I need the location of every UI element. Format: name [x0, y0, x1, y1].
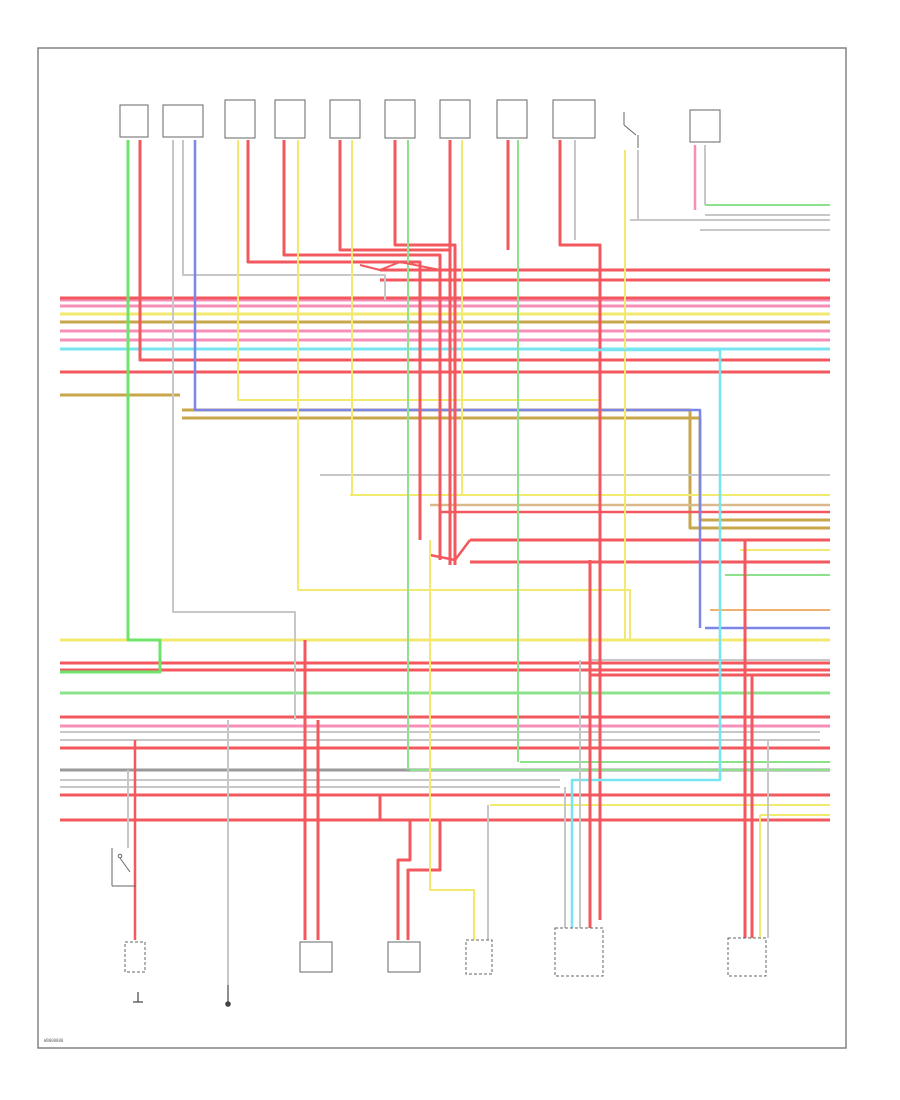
bottom-components: [111, 848, 767, 1007]
injector-1-box: [224, 99, 256, 139]
injector-5-box: [439, 99, 471, 139]
pcm-relay-box: [299, 941, 333, 973]
wire-red-65: [558, 140, 602, 920]
footer-code: W0000000: [44, 1038, 64, 1043]
top-components: [119, 99, 721, 148]
knock-sensor-1-box: [119, 104, 149, 138]
throttle-sensor-box: [554, 927, 604, 977]
wire-red-49: [138, 140, 830, 362]
injector-2-box: [274, 99, 306, 139]
wire-yellow-80: [429, 540, 475, 940]
diagram-frame: [37, 47, 847, 1049]
wire-red-54: [246, 140, 422, 540]
injector-3-box: [329, 99, 361, 139]
cam-sensor-box: [162, 104, 204, 138]
wire-cyan-82: [560, 348, 722, 928]
fuel-sensor-box: [727, 937, 767, 977]
map-sensor-box: [552, 99, 596, 139]
inertia-relay-box: [124, 941, 146, 973]
idle-valve-box: [465, 939, 493, 975]
wire-light_gray-51: [182, 140, 386, 300]
wire-yellow-56: [297, 140, 631, 640]
main-relay-box: [387, 941, 421, 973]
wire-olive-28: [182, 408, 830, 530]
wire-red-59: [393, 140, 457, 565]
ground-left-icon: [225, 985, 231, 1007]
injector-4-box: [384, 99, 416, 139]
inertia-switch-symbol: [111, 848, 136, 887]
wire-red-71: [359, 261, 441, 271]
wire-red-55: [282, 140, 442, 560]
wire-green-48: [60, 140, 162, 674]
injector-6-box: [496, 99, 528, 139]
valve-top-box: [689, 109, 721, 143]
wire-red-78: [378, 795, 412, 940]
switch-top-symbol: [623, 112, 639, 148]
wire-light_gray-50: [172, 140, 296, 720]
wire-red-72: [429, 539, 471, 562]
wire-red-79: [406, 820, 442, 940]
wire-group: [60, 140, 830, 985]
wire-blue-52: [193, 140, 702, 628]
ground-icon: [133, 992, 143, 1003]
